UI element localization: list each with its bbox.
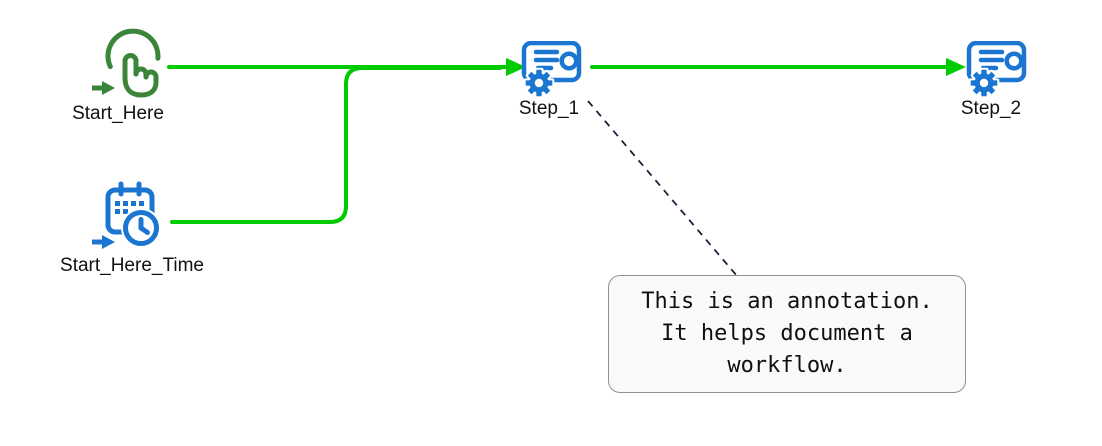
automation-step-icon — [521, 41, 587, 99]
node-label-start-here-time: Start_Here_Time — [60, 255, 204, 276]
arrowhead-into-step-1 — [506, 58, 526, 76]
node-step-1[interactable] — [521, 41, 587, 99]
node-label-step-1: Step_1 — [518, 98, 580, 119]
arrowhead-into-step-2 — [946, 58, 966, 76]
tap-gesture-icon — [92, 28, 161, 98]
annotation-box[interactable]: This is an annotation. It helps document… — [608, 275, 966, 393]
input-arrow-icon — [92, 235, 115, 249]
automation-step-icon — [966, 41, 1032, 99]
node-start-here-time[interactable] — [92, 180, 172, 256]
annotation-text: This is an annotation. It helps document… — [641, 289, 933, 378]
node-label-start-here: Start_Here — [72, 103, 164, 124]
input-arrow-icon — [92, 81, 115, 95]
node-step-2[interactable] — [966, 41, 1032, 99]
node-label-step-2: Step_2 — [960, 98, 1022, 119]
node-start-here[interactable] — [92, 28, 168, 102]
calendar-clock-icon — [92, 181, 161, 249]
connection-start-here-time-to-step-1[interactable] — [170, 66, 502, 224]
annotation-dashed-link — [587, 100, 738, 277]
